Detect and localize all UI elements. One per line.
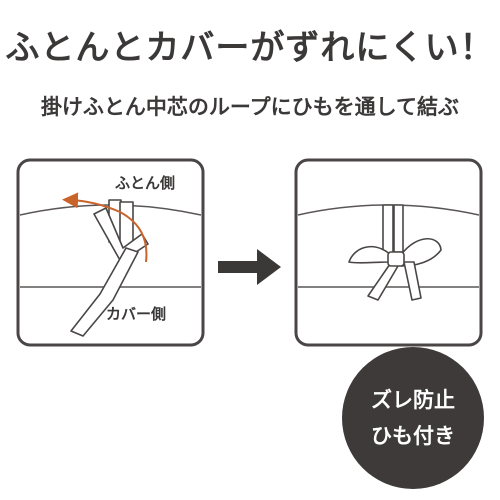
headline: ふとんとカバーがずれにくい！ <box>5 28 495 68</box>
right-arrow-icon <box>218 249 281 285</box>
label-cover-side: カバー側 <box>106 305 166 323</box>
after-panel <box>294 158 483 347</box>
badge-circle <box>342 347 484 489</box>
threading-guide-arrow <box>62 192 148 263</box>
badge-line1: ズレ防止 <box>371 388 455 412</box>
before-panel: ふとん側 カバー側 <box>16 158 205 347</box>
instruction-text: 掛けふとん中芯のループにひもを通して結ぶ <box>40 95 460 119</box>
label-futon-side: ふとん側 <box>115 174 175 192</box>
tied-bow <box>348 204 442 301</box>
badge-line2: ひも付き <box>371 424 455 448</box>
